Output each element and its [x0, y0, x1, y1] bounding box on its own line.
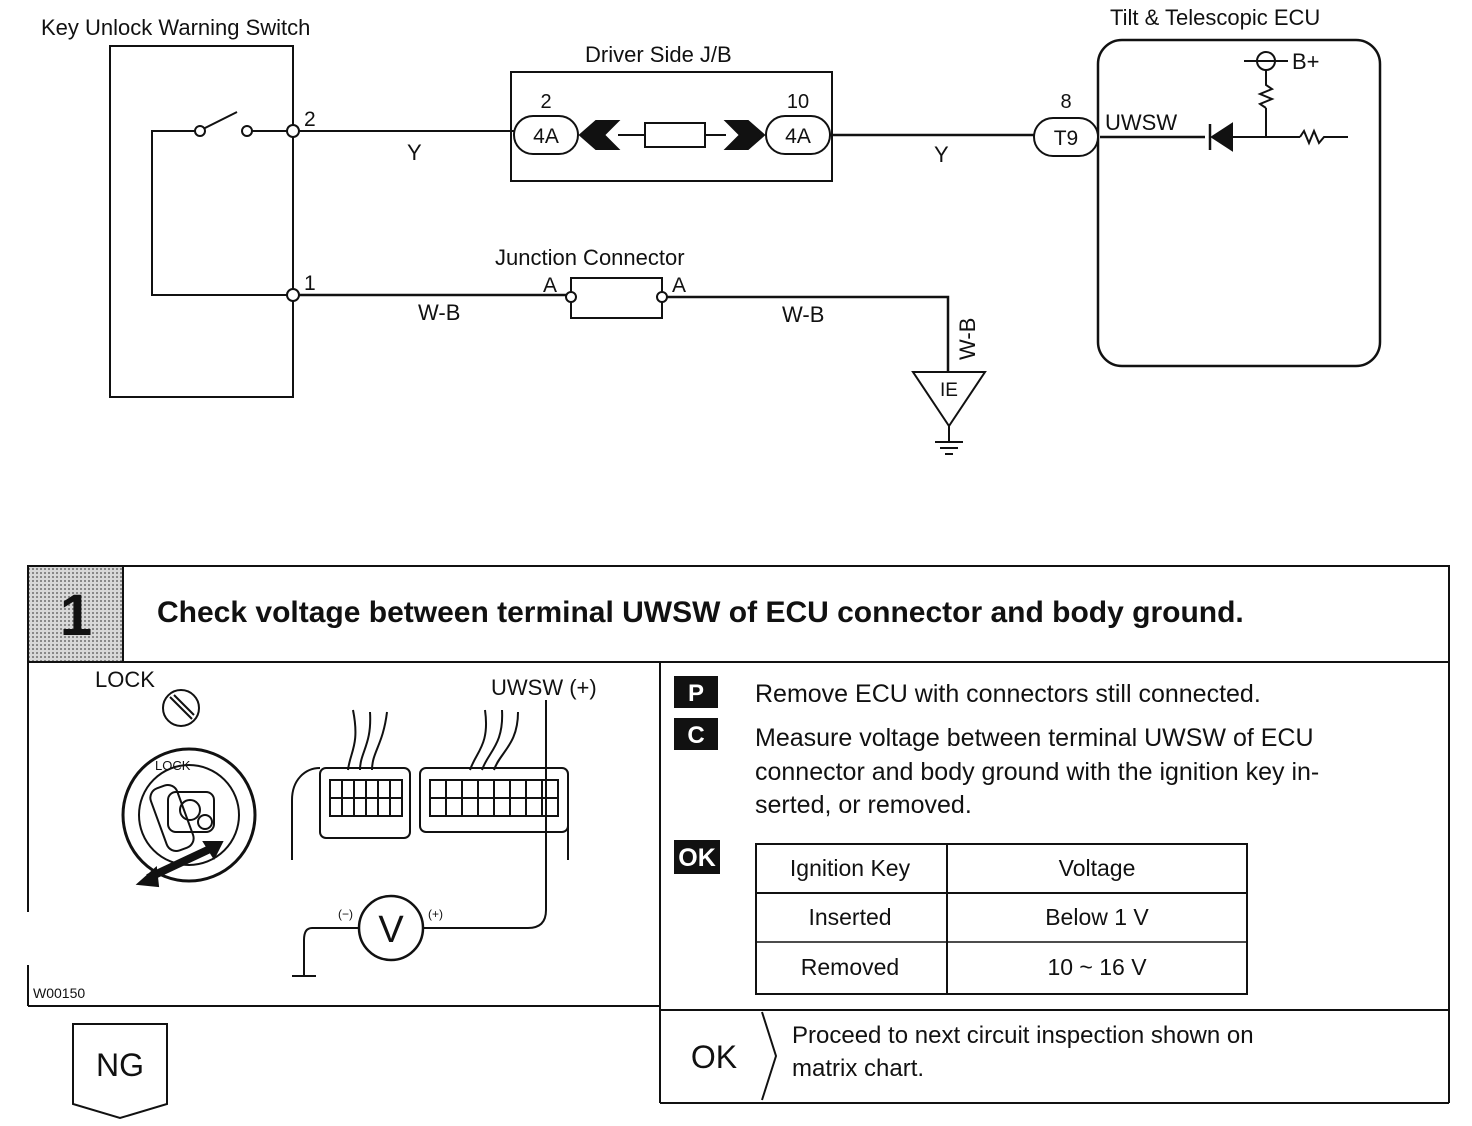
- table-cell: Inserted: [808, 904, 891, 930]
- key-slot-icon: [162, 689, 200, 727]
- ecu-connectors-icon: [291, 709, 569, 860]
- step-header-box: [27, 565, 1450, 663]
- junction-box: [570, 277, 663, 319]
- instructions-panel: P Remove ECU with connectors still conne…: [660, 662, 1450, 1104]
- resistor-horizontal-icon: [1299, 128, 1348, 146]
- switch-wire-loop: [151, 130, 293, 296]
- wire-y-1-label: Y: [407, 140, 422, 165]
- diode-icon: [1210, 122, 1233, 152]
- ecu-uwsw-label: UWSW: [1105, 110, 1177, 135]
- ground-point: IE: [911, 371, 987, 455]
- p-badge-label: P: [688, 680, 704, 707]
- switch-terminal-1: [286, 288, 300, 302]
- switch-terminal-2: [286, 124, 300, 138]
- cylinder-lock-text: LOCK: [155, 758, 191, 773]
- c-badge: [674, 718, 718, 750]
- junction-right-label: A: [672, 274, 686, 297]
- p-instruction: Remove ECU with connectors still connect…: [755, 680, 1261, 708]
- wire-wb-3-label: W-B: [955, 318, 980, 360]
- table-header-voltage: Voltage: [1059, 855, 1136, 881]
- switch-contact-a: [194, 125, 206, 137]
- switch-box: [109, 45, 294, 398]
- switch-contact-b: [241, 125, 253, 137]
- ng-outcome-label: NG: [96, 1047, 144, 1083]
- ignition-lock-cylinder-icon: [121, 747, 257, 888]
- table-header-ignition-key: Ignition Key: [790, 855, 911, 881]
- ecu-connector-label: T9: [1054, 127, 1079, 150]
- uwsw-label: UWSW (+): [491, 675, 597, 700]
- lock-label: LOCK: [95, 667, 155, 692]
- jb-right-pin-label: 10: [787, 91, 809, 113]
- key-unlock-warning-switch: Key Unlock Warning Switch 2 1: [41, 15, 316, 398]
- ok-badge-label: OK: [678, 844, 716, 872]
- jb-left-chevron-icon: [578, 120, 621, 150]
- p-badge: [674, 676, 718, 708]
- junction-left-label: A: [543, 274, 557, 297]
- table-cell: Below 1 V: [1045, 904, 1149, 930]
- ok-arrow-icon: [761, 1011, 778, 1101]
- ground-label: IE: [940, 380, 958, 401]
- ecu-title: Tilt & Telescopic ECU: [1110, 5, 1320, 30]
- switch-pin-1-label: 1: [304, 272, 316, 295]
- junction-pin-left: [565, 291, 577, 303]
- spec-table: Ignition Key Voltage Inserted Below 1 V …: [755, 843, 1248, 995]
- wire-wb-2: [667, 295, 950, 372]
- ecu-box: [1096, 38, 1382, 368]
- ecu-pin-label: 8: [1060, 91, 1071, 113]
- b-plus-label: B+: [1292, 49, 1320, 74]
- wire-wb-1-label: W-B: [418, 300, 460, 325]
- wire-y-2-label: Y: [934, 142, 949, 167]
- switch-title: Key Unlock Warning Switch: [41, 15, 310, 40]
- junction-connector: Junction Connector A A: [495, 245, 686, 319]
- jb-right-chevron-icon: [723, 120, 766, 150]
- ok-outcome-label: OK: [691, 1039, 737, 1075]
- jb-title: Driver Side J/B: [585, 42, 732, 67]
- ok-outcome-line-2: matrix chart.: [792, 1055, 924, 1082]
- voltmeter-symbol: V: [378, 909, 404, 951]
- jb-connector-right-label: 4A: [785, 125, 811, 148]
- jb-connector-left-label: 4A: [533, 125, 559, 148]
- step-title: Check voltage between terminal UWSW of E…: [157, 596, 1244, 629]
- ng-outcome: NG: [72, 1023, 168, 1120]
- c-instruction-line-1: Measure voltage between terminal UWSW of…: [755, 724, 1314, 752]
- step-number: 1: [60, 583, 92, 648]
- jb-connector-left: [513, 115, 579, 155]
- ok-badge: [674, 840, 720, 874]
- jb-fuse-icon: [644, 122, 706, 148]
- resistor-vertical-icon: [1257, 70, 1275, 109]
- table-cell: 10 ~ 16 V: [1047, 954, 1147, 980]
- wiring-diagram: Key Unlock Warning Switch 2 1 Y Driver S…: [41, 5, 1382, 455]
- junction-pin-right: [656, 291, 668, 303]
- table-cell: Removed: [801, 954, 899, 980]
- driver-side-jb: Driver Side J/B 4A 2 4A 10: [510, 42, 833, 182]
- voltmeter-positive: (+): [428, 907, 443, 921]
- step-header: 1 Check voltage between terminal UWSW of…: [27, 565, 1450, 663]
- ok-outcome-line-1: Proceed to next circuit inspection shown…: [792, 1022, 1254, 1049]
- figure-id: W00150: [33, 985, 85, 1001]
- ecu-connector-t9: [1033, 117, 1099, 157]
- step-number-box: [29, 567, 123, 661]
- voltmeter-icon: [292, 700, 547, 977]
- wire-wb-2-label: W-B: [782, 302, 824, 327]
- ground-triangle-icon: [911, 371, 987, 428]
- c-instruction-line-2: connector and body ground with the ignit…: [755, 758, 1319, 786]
- switch-pin-2-label: 2: [304, 108, 316, 131]
- jb-box: [510, 71, 833, 182]
- tilt-telescopic-ecu: Tilt & Telescopic ECU T9 8 UWSW B+: [1033, 5, 1382, 368]
- ng-arrow-box: [72, 1023, 168, 1120]
- c-badge-label: C: [687, 722, 704, 749]
- switch-contact-blade: [202, 111, 238, 130]
- c-instruction-line-3: serted, or removed.: [755, 791, 972, 819]
- illustration-panel: LOCK LOCK UWSW (+): [27, 662, 661, 1103]
- jb-left-pin-label: 2: [540, 91, 551, 113]
- voltmeter-negative: (−): [338, 907, 353, 921]
- junction-title: Junction Connector: [495, 245, 685, 270]
